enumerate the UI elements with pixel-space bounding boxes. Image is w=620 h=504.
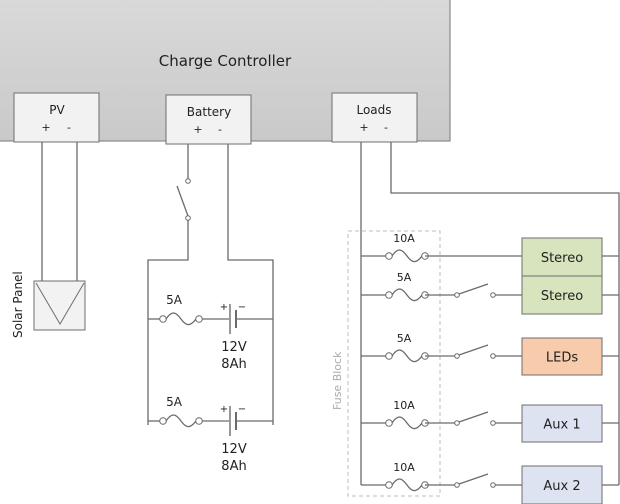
- battery-fuse-rating: 5A: [166, 395, 183, 409]
- load-name: Aux 1: [543, 418, 580, 433]
- charge-controller: Charge Controller PV + - Battery + - Loa…: [0, 0, 451, 145]
- fuse-block-label: Fuse Block: [331, 351, 344, 410]
- load-fuse-terminal-left: [385, 419, 393, 427]
- load-fuse-rating: 5A: [397, 332, 412, 345]
- battery-voltage: 12V: [221, 340, 247, 355]
- load-fuse-rating: 10A: [393, 461, 415, 474]
- port-battery-minus: -: [218, 123, 222, 136]
- port-loads-plus: +: [359, 121, 368, 134]
- load-switch-terminal: [490, 292, 496, 298]
- load-fuse-element: [391, 416, 423, 430]
- port-loads-label: Loads: [356, 103, 391, 117]
- battery-minus-sign: −: [238, 404, 246, 415]
- load-name: Aux 2: [543, 479, 580, 494]
- load-switch-terminal: [490, 420, 496, 426]
- load-switch-terminal: [454, 482, 460, 488]
- load-switch-lever[interactable]: [458, 283, 489, 295]
- load-switch-terminal: [490, 482, 496, 488]
- load-circuit-1: 10A Stereo: [361, 232, 619, 277]
- port-battery-label: Battery: [187, 105, 231, 119]
- battery-bus-positive: [147, 220, 189, 425]
- load-switch-terminal: [490, 353, 496, 359]
- battery-fuse-terminal-right: [195, 417, 203, 425]
- loads-negative-bus: [390, 142, 620, 485]
- main-switch-lever[interactable]: [176, 185, 189, 217]
- port-pv-box[interactable]: [13, 92, 100, 143]
- solar-panel-icon: [33, 280, 86, 331]
- load-fuse-element: [391, 288, 423, 302]
- fuse-block-outline: [347, 230, 441, 497]
- load-circuit-2: 5A Stereo: [361, 271, 619, 315]
- load-box-stereo[interactable]: [521, 237, 603, 277]
- load-fuse-element: [391, 249, 423, 263]
- battery-capacity: 8Ah: [221, 357, 246, 372]
- battery-fuse-terminal-right: [195, 315, 203, 323]
- load-circuit-5: 10A Aux 2: [361, 461, 619, 504]
- load-fuse-terminal-left: [385, 352, 393, 360]
- port-battery-box[interactable]: [165, 94, 252, 145]
- solar-panel-label: Solar Panel: [11, 271, 25, 338]
- load-switch-terminal: [454, 292, 460, 298]
- battery-fuse-rating: 5A: [166, 293, 183, 307]
- battery-plus-sign: +: [220, 404, 228, 415]
- load-name: LEDs: [546, 351, 578, 366]
- load-name: Stereo: [541, 289, 583, 304]
- port-loads-box[interactable]: [331, 92, 418, 143]
- load-switch-lever[interactable]: [458, 473, 489, 485]
- load-fuse-terminal-left: [385, 481, 393, 489]
- load-box-aux-1[interactable]: [521, 404, 603, 443]
- port-pv-minus: -: [67, 121, 71, 134]
- battery-voltage: 12V: [221, 442, 247, 457]
- main-switch-terminal-top: [185, 178, 191, 184]
- load-switch-terminal: [454, 353, 460, 359]
- load-fuse-terminal-left: [385, 252, 393, 260]
- load-switch-lever[interactable]: [458, 344, 489, 356]
- loads-circuit: Fuse Block 10A Stereo 5A Stereo 5A LEDs 10A Aux…: [331, 142, 620, 504]
- load-fuse-rating: 5A: [397, 271, 412, 284]
- battery-bus-negative: [227, 144, 274, 425]
- main-switch-terminal-bottom: [185, 215, 191, 221]
- port-loads-minus: -: [384, 121, 388, 134]
- battery-fuse-element: [165, 414, 197, 428]
- charge-controller-title: Charge Controller: [159, 52, 292, 70]
- port-loads[interactable]: Loads + -: [331, 92, 418, 143]
- load-circuit-3: 5A LEDs: [361, 332, 619, 376]
- battery-2: 5A +− 12V 8Ah: [148, 395, 273, 474]
- port-battery-plus: +: [193, 123, 202, 136]
- load-fuse-terminal-left: [385, 291, 393, 299]
- port-battery[interactable]: Battery + -: [165, 94, 252, 145]
- solar-panel-symbol: [35, 282, 85, 325]
- load-switch-lever[interactable]: [458, 411, 489, 423]
- battery-minus-sign: −: [238, 302, 246, 313]
- battery-capacity: 8Ah: [221, 459, 246, 474]
- load-box-aux-2[interactable]: [521, 465, 603, 504]
- battery-fuse-terminal-left: [159, 315, 167, 323]
- load-circuit-4: 10A Aux 1: [361, 399, 619, 443]
- load-fuse-element: [391, 478, 423, 492]
- pv-circuit: Solar Panel: [11, 142, 86, 338]
- battery-fuse-element: [165, 312, 197, 326]
- load-name: Stereo: [541, 251, 583, 266]
- battery-fuse-terminal-left: [159, 417, 167, 425]
- load-switch-terminal: [454, 420, 460, 426]
- load-fuse-rating: 10A: [393, 232, 415, 245]
- battery-plus-sign: +: [220, 302, 228, 313]
- battery-1: 5A +− 12V 8Ah: [148, 293, 273, 372]
- load-fuse-element: [391, 349, 423, 363]
- port-pv-plus: +: [41, 121, 50, 134]
- port-pv[interactable]: PV + -: [13, 92, 100, 143]
- port-pv-label: PV: [49, 103, 65, 117]
- load-fuse-rating: 10A: [393, 399, 415, 412]
